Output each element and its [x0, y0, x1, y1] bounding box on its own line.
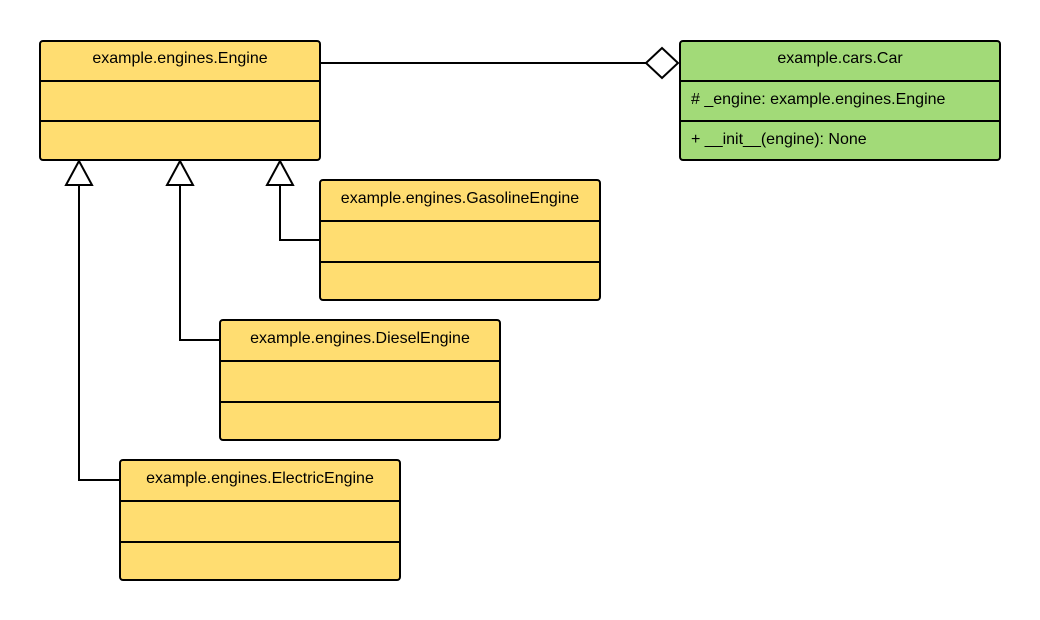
class-method-init: + __init__(engine): None — [681, 120, 999, 159]
class-electric-engine[interactable]: example.engines.ElectricEngine — [119, 459, 401, 581]
class-methods — [321, 261, 599, 299]
class-name: example.engines.GasolineEngine — [340, 190, 580, 207]
class-attributes — [221, 360, 499, 401]
class-name: example.engines.DieselEngine — [250, 330, 470, 347]
class-attributes — [121, 500, 399, 541]
generalization-gasoline-engine — [265, 158, 320, 241]
class-name: example.cars.Car — [777, 50, 903, 67]
class-attributes — [321, 220, 599, 261]
class-attributes — [41, 80, 319, 120]
class-methods — [121, 541, 399, 579]
aggregation-car-engine — [320, 46, 680, 80]
generalization-diesel-engine — [165, 158, 220, 341]
class-name: example.engines.Engine — [92, 50, 268, 67]
class-name: example.engines.ElectricEngine — [146, 470, 374, 487]
class-diesel-engine[interactable]: example.engines.DieselEngine — [219, 319, 501, 441]
aggregation-diamond-icon — [644, 46, 680, 80]
class-attribute-engine: # _engine: example.engines.Engine — [681, 80, 999, 120]
inheritance-triangle-icon — [64, 158, 94, 186]
class-car[interactable]: example.cars.Car # _engine: example.engi… — [679, 40, 1001, 161]
class-methods — [221, 401, 499, 439]
generalization-electric-engine — [64, 158, 120, 481]
class-methods — [41, 120, 319, 159]
inheritance-triangle-icon — [165, 158, 195, 186]
inheritance-triangle-icon — [265, 158, 295, 186]
class-gasoline-engine[interactable]: example.engines.GasolineEngine — [319, 179, 601, 301]
class-engine[interactable]: example.engines.Engine — [39, 40, 321, 161]
